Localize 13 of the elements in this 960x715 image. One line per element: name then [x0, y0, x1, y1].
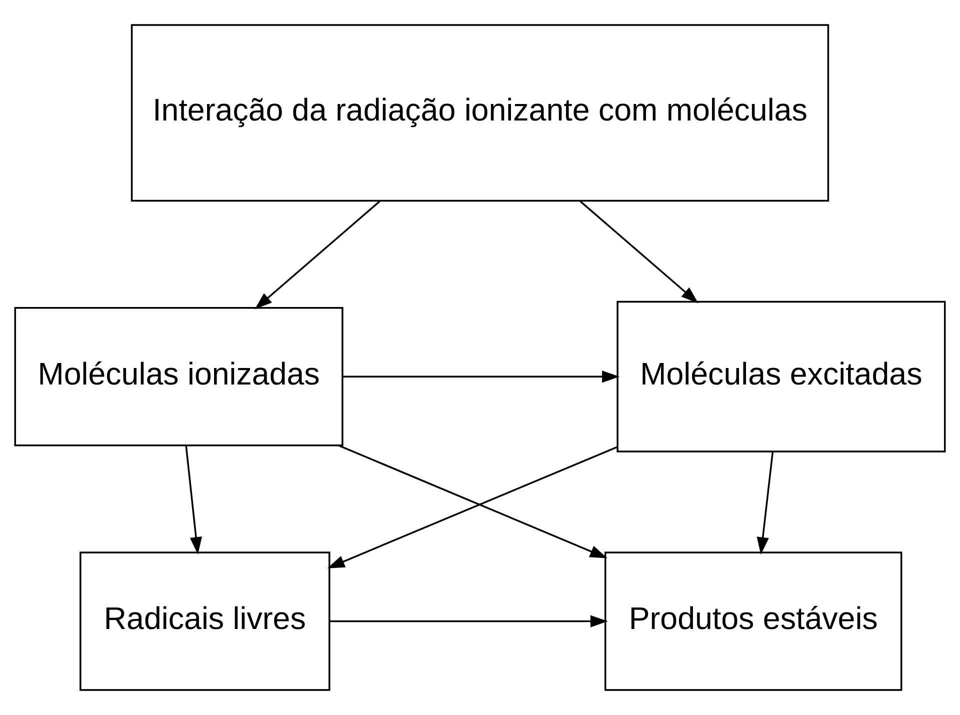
arrow [756, 452, 774, 555]
node-box: Interação da radiação ionizante com moléculas [130, 24, 830, 202]
arrow [580, 200, 698, 304]
arrow [327, 446, 618, 568]
arrow [330, 615, 608, 628]
node-box: Radicais livres [80, 552, 330, 691]
node-box: Produtos estáveis [604, 552, 902, 691]
arrow [254, 200, 380, 310]
node-box: Moléculas ionizadas [14, 307, 344, 446]
arrow [342, 370, 620, 383]
arrow [338, 444, 608, 558]
arrow [185, 445, 202, 554]
node-box: Moléculas excitadas [616, 300, 946, 452]
